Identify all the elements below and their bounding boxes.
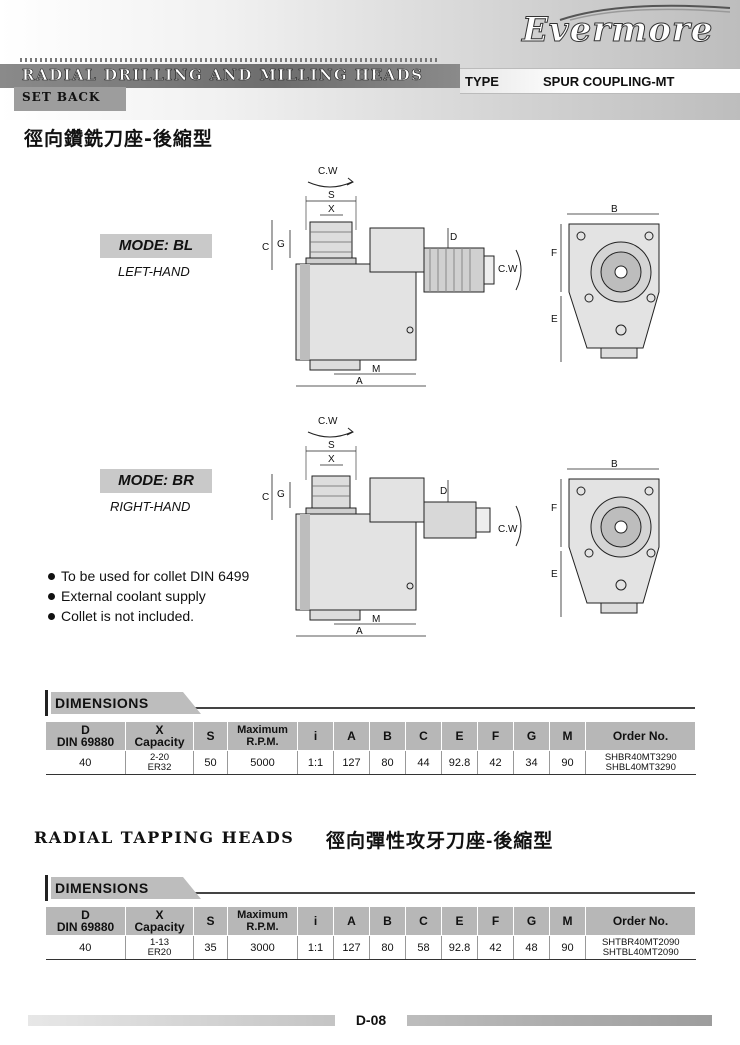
- notes-list: To be used for collet DIN 6499 External …: [48, 566, 249, 626]
- subtitle-box: [14, 87, 126, 111]
- brand-logo: Evermore: [521, 10, 714, 51]
- bullet-icon: [48, 612, 55, 620]
- br-d-label: D: [440, 486, 447, 497]
- mode-br-label: MODE: BR: [100, 469, 212, 493]
- zh-title: 徑向鑽銑刀座-後縮型: [24, 128, 213, 150]
- type-bar: [460, 68, 740, 94]
- br-b-label: B: [611, 459, 618, 470]
- mode-bl-label: MODE: BL: [100, 234, 212, 258]
- bl-m-label: M: [372, 364, 380, 375]
- br-e-label: E: [551, 569, 558, 580]
- br-g-label: G: [277, 489, 285, 500]
- header-vline: [45, 690, 48, 716]
- br-a-label: A: [356, 626, 363, 637]
- mode-bl-hand: LEFT-HAND: [118, 264, 190, 279]
- br-x-label: X: [328, 454, 335, 465]
- mode-br-hand: RIGHT-HAND: [110, 499, 191, 514]
- bl-cw-label: C.W: [318, 166, 338, 177]
- bl-s-label: S: [328, 190, 335, 201]
- type-label: TYPE: [465, 74, 499, 89]
- page-title: RADIAL DRILLING AND MILLING HEADS: [22, 66, 424, 85]
- bullet-icon: [48, 572, 55, 580]
- bl-c-label: C: [262, 242, 269, 253]
- header-stripe: [0, 64, 460, 88]
- header-hline: [195, 707, 695, 709]
- logo-swoosh-icon: [559, 4, 731, 21]
- dimensions-label: DIMENSIONS: [51, 877, 201, 899]
- dimensions-header-1: DIMENSIONS: [45, 690, 695, 716]
- tapping-title-zh: 徑向彈性攻牙刀座-後縮型: [326, 831, 554, 852]
- bl-cw-side-label: C.W: [498, 264, 518, 275]
- header-hline: [195, 892, 695, 894]
- br-cw-label: C.W: [318, 416, 338, 427]
- note-item: To be used for collet DIN 6499: [48, 566, 249, 586]
- tapping-title: RADIAL TAPPING HEADS: [34, 828, 295, 847]
- bullet-icon: [48, 592, 55, 600]
- type-value: SPUR COUPLING-MT: [543, 74, 675, 89]
- bl-f-label: F: [551, 248, 557, 259]
- header-vline: [45, 875, 48, 901]
- br-s-label: S: [328, 440, 335, 451]
- br-c-label: C: [262, 492, 269, 503]
- bl-b-label: B: [611, 204, 618, 215]
- br-front-drawing: B F E: [551, 459, 660, 617]
- bl-e-label: E: [551, 314, 558, 325]
- header-dots: [20, 58, 440, 62]
- bl-x-label: X: [328, 204, 335, 215]
- note-item: External coolant supply: [48, 586, 249, 606]
- bl-side-drawing: C.W S X C G D C.W M A: [262, 166, 522, 387]
- br-side-drawing: C.W S X C G D C.W M A: [262, 416, 522, 637]
- bl-g-label: G: [277, 239, 285, 250]
- br-f-label: F: [551, 503, 557, 514]
- dimensions-label: DIMENSIONS: [51, 692, 201, 714]
- bl-a-label: A: [356, 376, 363, 387]
- page-number: D-08: [335, 1009, 407, 1031]
- dimensions-header-2: DIMENSIONS: [45, 875, 695, 901]
- bl-d-label: D: [450, 232, 457, 243]
- br-cw-side-label: C.W: [498, 524, 518, 535]
- br-m-label: M: [372, 614, 380, 625]
- note-item: Collet is not included.: [48, 606, 249, 626]
- page-subtitle: SET BACK: [22, 90, 101, 104]
- bl-front-drawing: B F E: [551, 204, 660, 362]
